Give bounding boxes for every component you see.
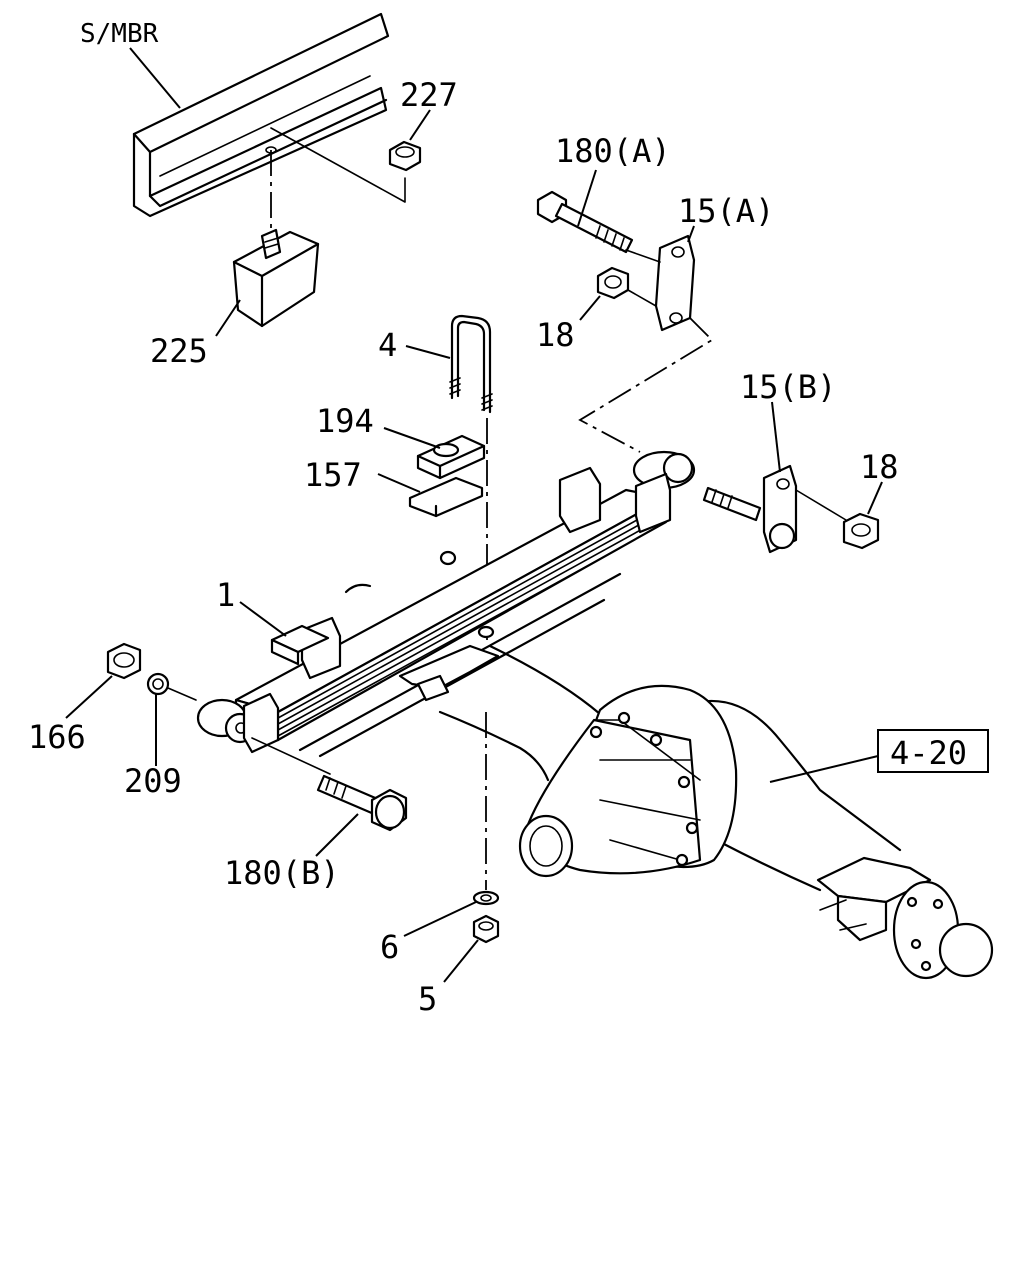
leader-6	[403, 901, 477, 937]
label-180a: 180(A)	[555, 132, 671, 170]
leader-18a	[579, 295, 601, 321]
leader-180a	[577, 169, 597, 227]
label-ref-4-20: 4-20	[890, 734, 967, 772]
center-bolt-head	[439, 550, 457, 566]
shackle-plate-15a	[654, 234, 696, 332]
label-15b: 15(B)	[740, 368, 836, 406]
leader-194	[383, 427, 441, 449]
label-227: 227	[400, 76, 458, 114]
leader-225	[215, 299, 241, 337]
shackle-plate-15b	[702, 464, 798, 554]
leader-15a	[687, 225, 695, 243]
label-5: 5	[418, 980, 437, 1018]
leader-smbr	[129, 47, 181, 109]
label-18a: 18	[536, 316, 575, 354]
leader-166	[65, 675, 113, 719]
axle-housing	[438, 644, 994, 980]
label-6: 6	[380, 928, 399, 966]
label-194: 194	[316, 402, 374, 440]
nut-18a-axis	[627, 289, 657, 307]
leader-18b	[867, 481, 883, 515]
centerline-shackle	[578, 317, 714, 453]
nut-5	[472, 914, 500, 944]
leader-1	[239, 601, 287, 637]
u-bolt-4	[449, 314, 493, 414]
washer-6	[472, 890, 500, 906]
leader-ref-4-20	[769, 755, 879, 783]
leader-157	[377, 473, 421, 493]
leader-5	[443, 939, 479, 983]
leader-227	[409, 109, 431, 141]
pin-15b-axis	[795, 489, 847, 521]
label-15a: 15(A)	[678, 192, 774, 230]
nut-227	[388, 140, 422, 172]
nut-18b	[842, 512, 880, 550]
leaf-spring-1	[196, 450, 696, 758]
pad-194	[416, 434, 486, 480]
label-smbr: S/MBR	[80, 19, 159, 49]
leader-15b	[771, 401, 781, 473]
label-157: 157	[304, 456, 362, 494]
ref-box-4-20	[877, 729, 989, 773]
leader-4	[405, 345, 451, 359]
label-1: 1	[216, 576, 235, 614]
label-209: 209	[124, 762, 182, 800]
plate-157	[408, 476, 484, 518]
side-member-frame-rail	[132, 12, 390, 218]
label-225: 225	[150, 332, 208, 370]
bolt-180b	[316, 774, 408, 832]
label-166: 166	[28, 718, 86, 756]
label-4: 4	[378, 326, 397, 364]
bumper-225	[232, 228, 320, 328]
label-180b: 180(B)	[224, 854, 340, 892]
bolt-a-axis	[625, 249, 661, 263]
nut-166	[106, 642, 142, 680]
leader-180b	[315, 813, 359, 857]
bolt-180a	[536, 190, 634, 254]
leader-227-mount	[270, 127, 406, 203]
nut-18a	[596, 266, 630, 300]
front-bolt-axis	[167, 687, 197, 701]
washer-209	[146, 672, 170, 696]
front-bolt-axis-2	[251, 737, 331, 775]
label-18b: 18	[860, 448, 899, 486]
